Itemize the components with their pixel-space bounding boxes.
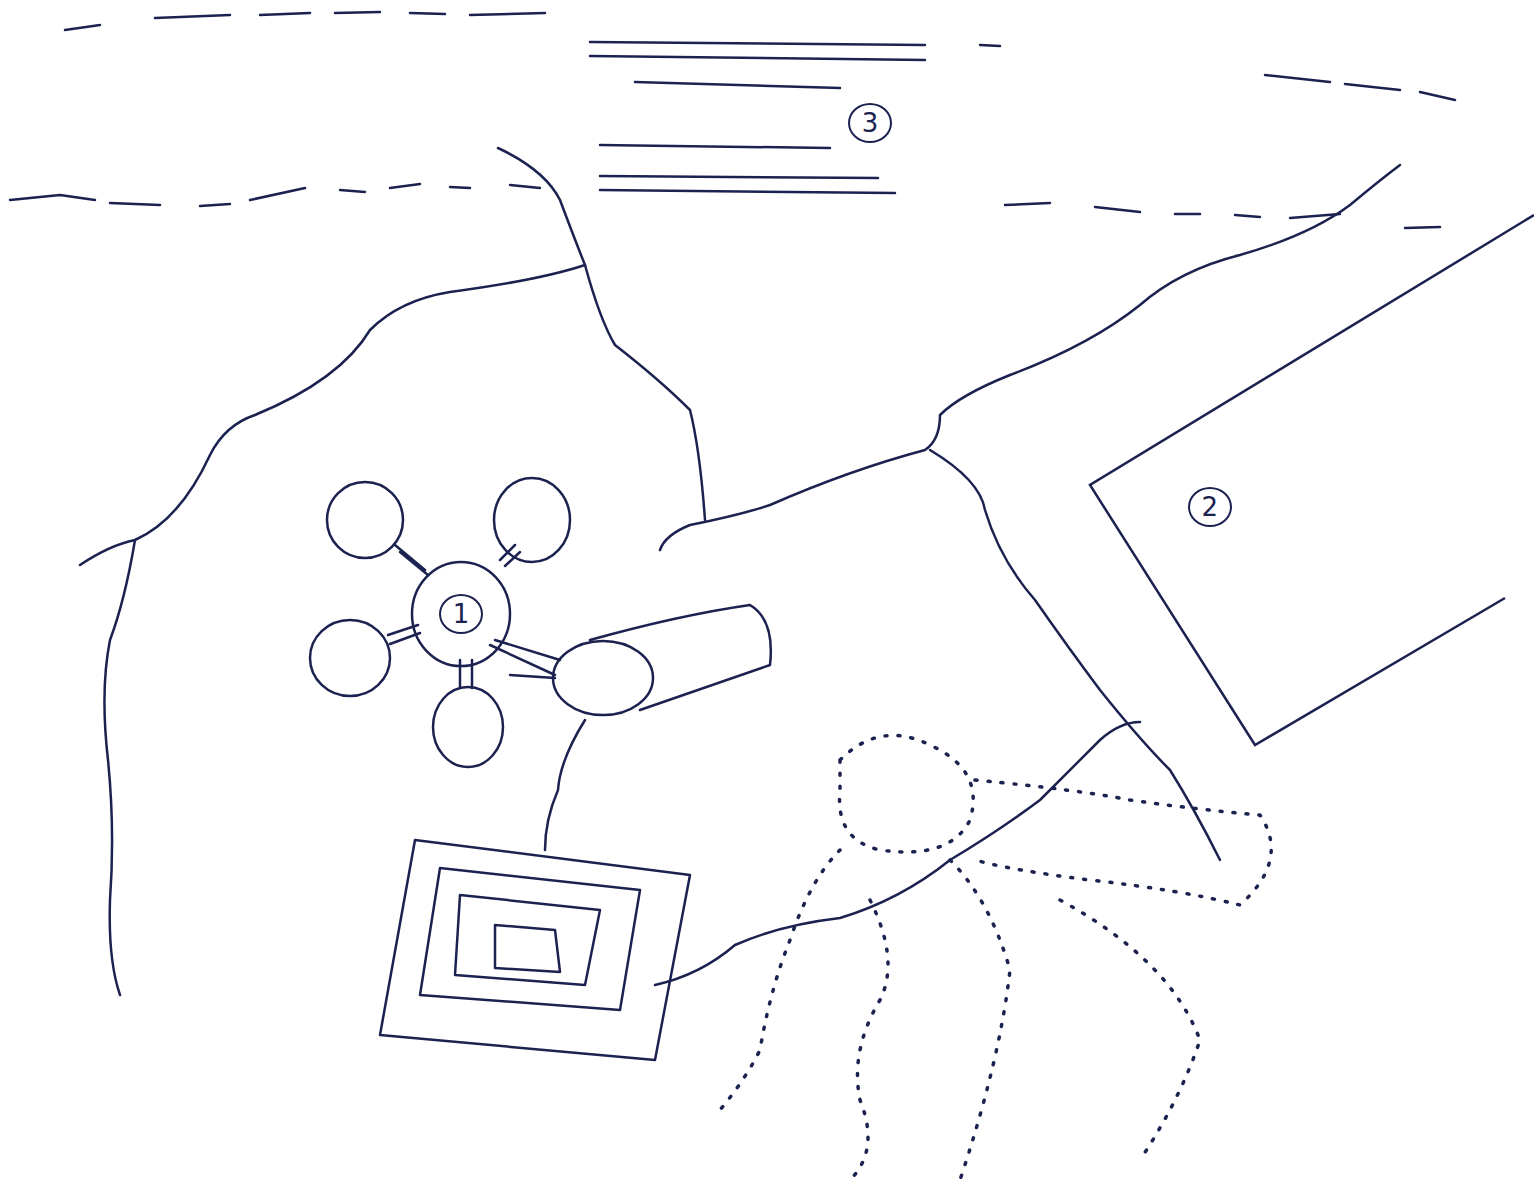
screen-frame: [420, 868, 640, 1010]
propeller: [494, 478, 570, 562]
propeller: [310, 620, 390, 696]
screen-frame: [380, 840, 690, 1060]
table-surface-outline: [1090, 215, 1534, 745]
person-outline: [720, 735, 1271, 1180]
drone-arm: [388, 545, 560, 688]
shelf-lines: [590, 42, 925, 193]
wall-line: [104, 540, 135, 995]
wall-line: [80, 265, 585, 565]
drone-hub: 1: [410, 560, 512, 668]
camera-cylinder: [590, 605, 771, 710]
propeller: [327, 482, 403, 558]
callout-number: 2: [1188, 487, 1232, 527]
wall-line: [498, 148, 705, 520]
callout-number: 1: [439, 594, 483, 634]
callout-number: 3: [848, 103, 892, 143]
wall-line: [660, 165, 1400, 550]
propeller: [433, 687, 503, 767]
floor-line: [655, 722, 1140, 985]
table-surface-shape: [1090, 215, 1534, 745]
table-surface: 2: [1090, 215, 1534, 745]
drone-hub-shape: [412, 562, 510, 666]
cable: [545, 720, 585, 850]
camera-cylinder: [553, 641, 653, 715]
